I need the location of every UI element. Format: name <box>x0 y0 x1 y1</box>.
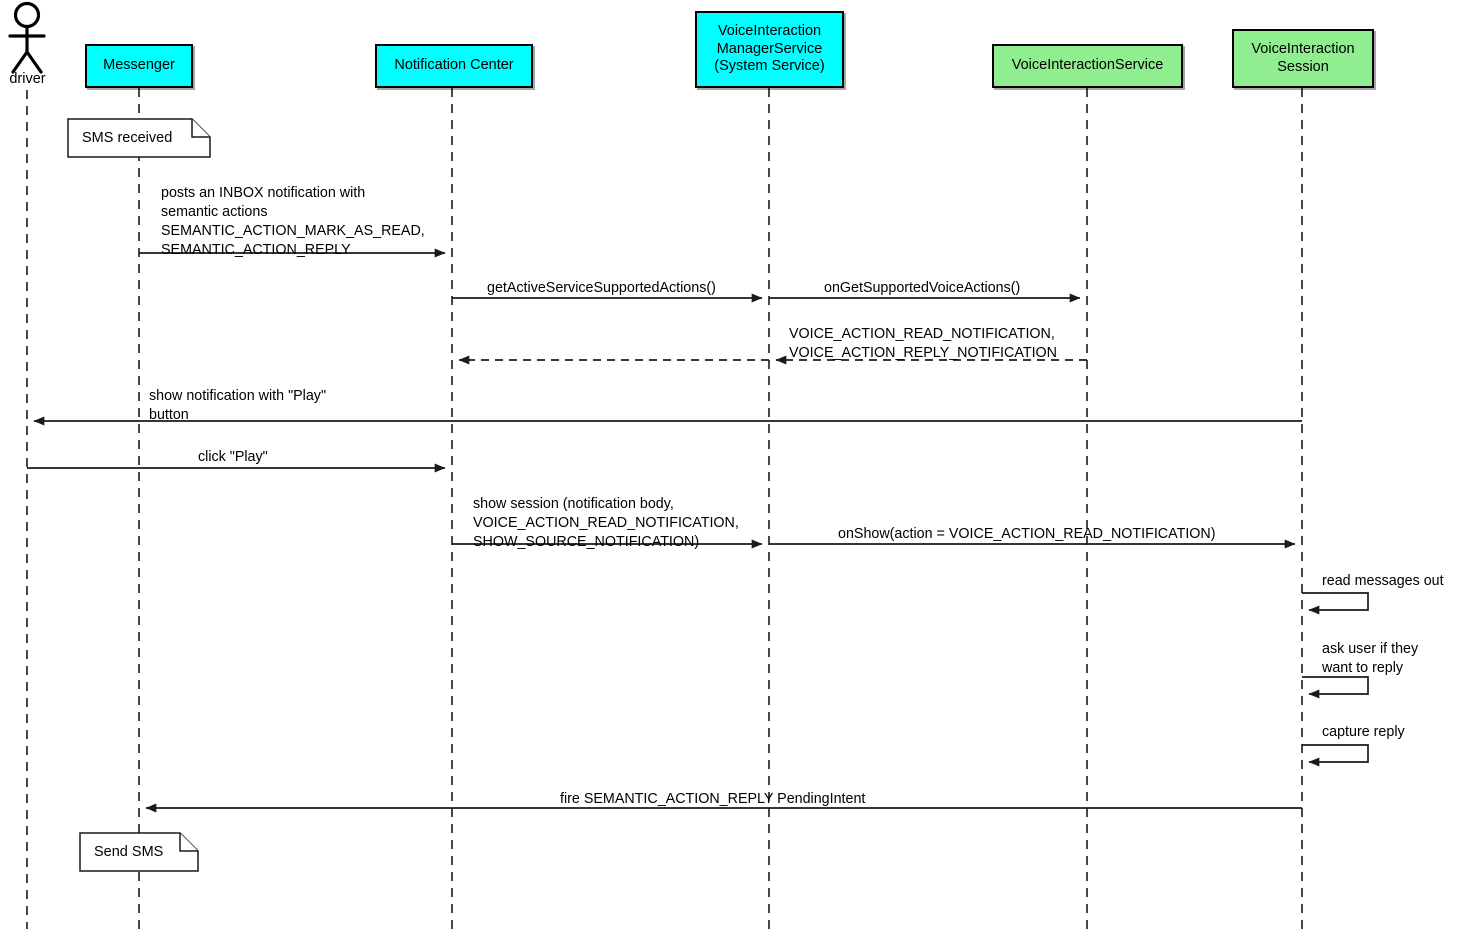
participant-voice-interaction-session[interactable]: VoiceInteraction Session <box>1232 29 1374 88</box>
actor-leg-left <box>11 50 29 74</box>
actor-leg-right <box>25 50 43 74</box>
note-sms-received-shape <box>67 118 211 158</box>
actor-driver-figure <box>8 1 46 74</box>
self-arrow-ask-user-if-reply <box>1302 676 1369 699</box>
self-message-arrows <box>1302 592 1369 767</box>
actor-label-driver: driver <box>9 71 46 87</box>
message-label-show-notification-with-play-button: show notification with "Play" button <box>149 388 327 423</box>
lifelines <box>26 88 1303 929</box>
participant-messenger[interactable]: Messenger <box>85 44 193 88</box>
participant-voice-interaction-service[interactable]: VoiceInteractionService <box>992 44 1183 88</box>
note-send-sms-text: Send SMS <box>94 844 164 860</box>
message-label-post-inbox-notification: posts an INBOX notification with semanti… <box>161 185 425 258</box>
self-arrow-capture-reply <box>1302 744 1369 767</box>
message-label-return-voice-actions: VOICE_ACTION_READ_NOTIFICATION, VOICE_AC… <box>789 326 1057 361</box>
message-label-get-active-service-supported-actions: getActiveServiceSupportedActions() <box>487 280 716 296</box>
note-sms-received-text: SMS received <box>82 130 173 146</box>
self-message-label-read-messages-out: read messages out <box>1322 573 1444 589</box>
message-label-click-play: click "Play" <box>198 449 268 465</box>
self-message-label-capture-reply: capture reply <box>1322 724 1405 740</box>
message-label-show-session: show session (notification body, VOICE_A… <box>473 496 739 550</box>
message-arrows <box>27 248 1302 813</box>
note-send-sms-shape <box>79 832 199 872</box>
self-arrow-read-messages-out <box>1302 592 1369 615</box>
note-send-sms: Send SMS <box>80 833 198 871</box>
message-label-fire-semantic-action-reply-pending-intent: fire SEMANTIC_ACTION_REPLY PendingIntent <box>560 791 866 807</box>
participant-voice-interaction-manager-service[interactable]: VoiceInteraction ManagerService (System … <box>695 11 844 88</box>
message-label-on-show-action-read-notification: onShow(action = VOICE_ACTION_READ_NOTIFI… <box>838 526 1216 542</box>
message-label-on-get-supported-voice-actions: onGetSupportedVoiceActions() <box>824 280 1021 296</box>
note-sms-received: SMS received <box>68 119 210 157</box>
self-message-label-ask-user-if-reply: ask user if they want to reply <box>1322 641 1419 676</box>
actor-head-icon <box>13 1 41 29</box>
participant-notification-center[interactable]: Notification Center <box>375 44 533 88</box>
